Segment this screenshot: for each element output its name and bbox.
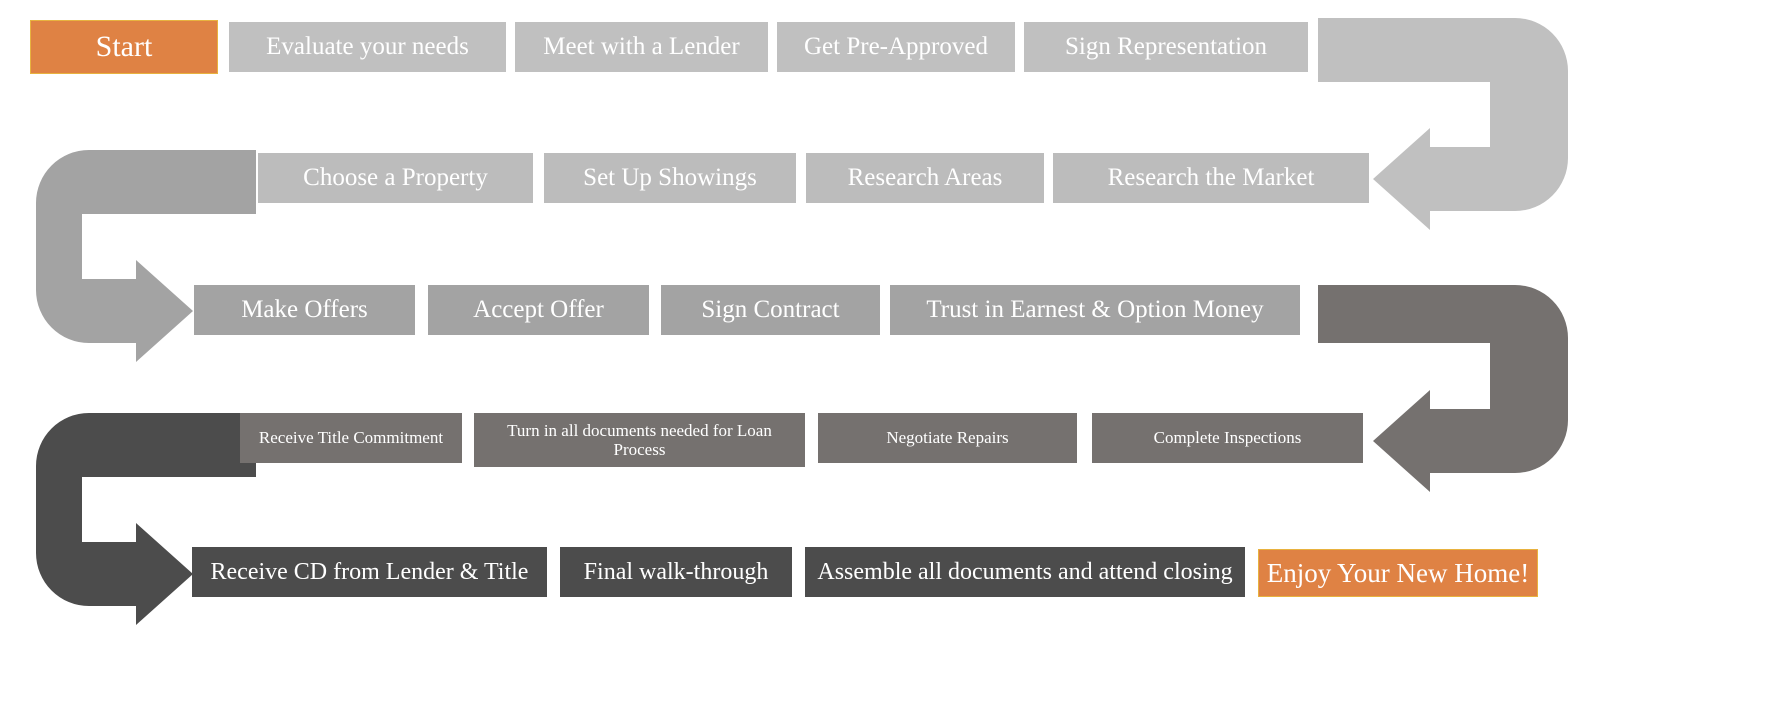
step-box-make-offers[interactable]: Make Offers (194, 285, 415, 335)
step-box-evaluate-your-needs[interactable]: Evaluate your needs (229, 22, 506, 72)
step-box-receive-cd-from-lender-and-title[interactable]: Receive CD from Lender & Title (192, 547, 547, 597)
step-box-start[interactable]: Start (30, 20, 218, 74)
step-box-research-the-market[interactable]: Research the Market (1053, 153, 1369, 203)
step-box-get-pre-approved[interactable]: Get Pre-Approved (777, 22, 1015, 72)
step-box-sign-representation[interactable]: Sign Representation (1024, 22, 1308, 72)
step-box-choose-a-property[interactable]: Choose a Property (258, 153, 533, 203)
step-box-meet-with-a-lender[interactable]: Meet with a Lender (515, 22, 768, 72)
step-box-research-areas[interactable]: Research Areas (806, 153, 1044, 203)
step-box-sign-contract[interactable]: Sign Contract (661, 285, 880, 335)
step-box-enjoy-your-new-home[interactable]: Enjoy Your New Home! (1258, 549, 1538, 597)
step-box-set-up-showings[interactable]: Set Up Showings (544, 153, 796, 203)
step-box-final-walk-through[interactable]: Final walk-through (560, 547, 792, 597)
step-box-receive-title-commitment[interactable]: Receive Title Commitment (240, 413, 462, 463)
step-box-complete-inspections[interactable]: Complete Inspections (1092, 413, 1363, 463)
step-box-negotiate-repairs[interactable]: Negotiate Repairs (818, 413, 1077, 463)
step-box-turn-in-all-documents-needed-for-loan-process[interactable]: Turn in all documents needed for Loan Pr… (474, 413, 805, 467)
step-box-trust-in-earnest-and-option-money[interactable]: Trust in Earnest & Option Money (890, 285, 1300, 335)
step-box-accept-offer[interactable]: Accept Offer (428, 285, 649, 335)
step-box-assemble-all-documents-and-attend-closing[interactable]: Assemble all documents and attend closin… (805, 547, 1245, 597)
